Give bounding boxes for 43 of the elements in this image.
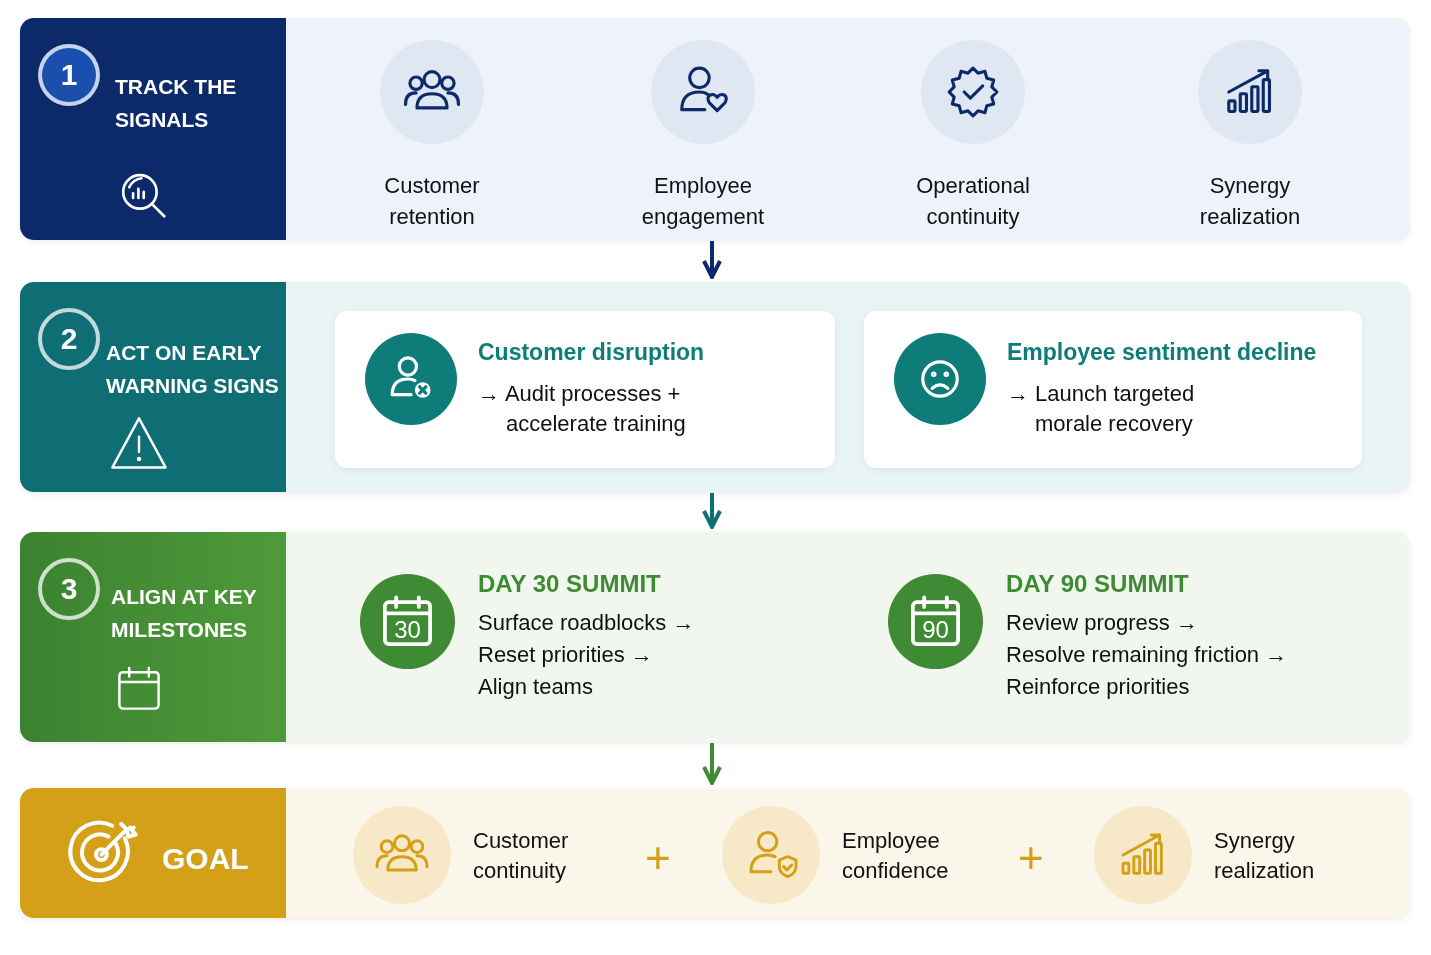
goal-outcome: Employee confidence (842, 827, 950, 885)
down-arrow (702, 241, 722, 279)
warning-card (864, 311, 1362, 468)
summit-step: Surface roadblocks → (478, 610, 695, 636)
goal-outcome: Synergy realization (1214, 827, 1316, 885)
warning-card (335, 311, 835, 468)
stage-header-panel (20, 282, 286, 492)
signal-label: Customer retention (383, 172, 481, 231)
stage-band (20, 282, 1410, 492)
calendar-day-number: 90 (921, 616, 950, 644)
calendar-day-number: 30 (393, 616, 422, 644)
step-number: 2 (38, 308, 100, 370)
signal-label: Synergy realization (1198, 172, 1302, 231)
goal-title: GOAL (162, 842, 249, 876)
stage-title: ACT ON EARLY WARNING SIGNS (106, 340, 280, 399)
signal-label: Employee engagement (640, 172, 766, 231)
summit-step: Reinforce priorities (1006, 674, 1190, 700)
goal-outcome: Customer continuity (473, 827, 570, 885)
card-action: → Launch targeted morale recovery (1007, 380, 1196, 438)
summit-step: Review progress → (1006, 610, 1198, 636)
signal-label: Operational continuity (915, 172, 1031, 231)
down-arrow (702, 743, 722, 785)
stage-header-panel (20, 18, 286, 240)
stage-band (20, 18, 1410, 240)
summit-step: Align teams (478, 674, 593, 700)
summit-step: Resolve remaining friction → (1006, 642, 1288, 668)
plus-sign: + (645, 836, 671, 880)
stage-title: ALIGN AT KEY MILESTONES (111, 584, 258, 643)
step-number: 3 (38, 558, 100, 620)
summit-heading: DAY 90 SUMMIT (1006, 570, 1189, 598)
stage-title: TRACK THE SIGNALS (115, 74, 238, 133)
stage-band (20, 788, 1410, 918)
down-arrow (702, 493, 722, 529)
card-heading: Customer disruption (478, 339, 705, 366)
summit-heading: DAY 30 SUMMIT (478, 570, 661, 598)
stage-header-panel (20, 532, 286, 742)
goal-header-panel (20, 788, 286, 918)
plus-sign: + (1018, 836, 1044, 880)
step-number: 1 (38, 44, 100, 106)
card-heading: Employee sentiment decline (1007, 339, 1317, 366)
stage-band (20, 532, 1410, 742)
summit-step: Reset priorities → (478, 642, 653, 668)
card-action: → Audit processes + accelerate training (478, 380, 687, 438)
